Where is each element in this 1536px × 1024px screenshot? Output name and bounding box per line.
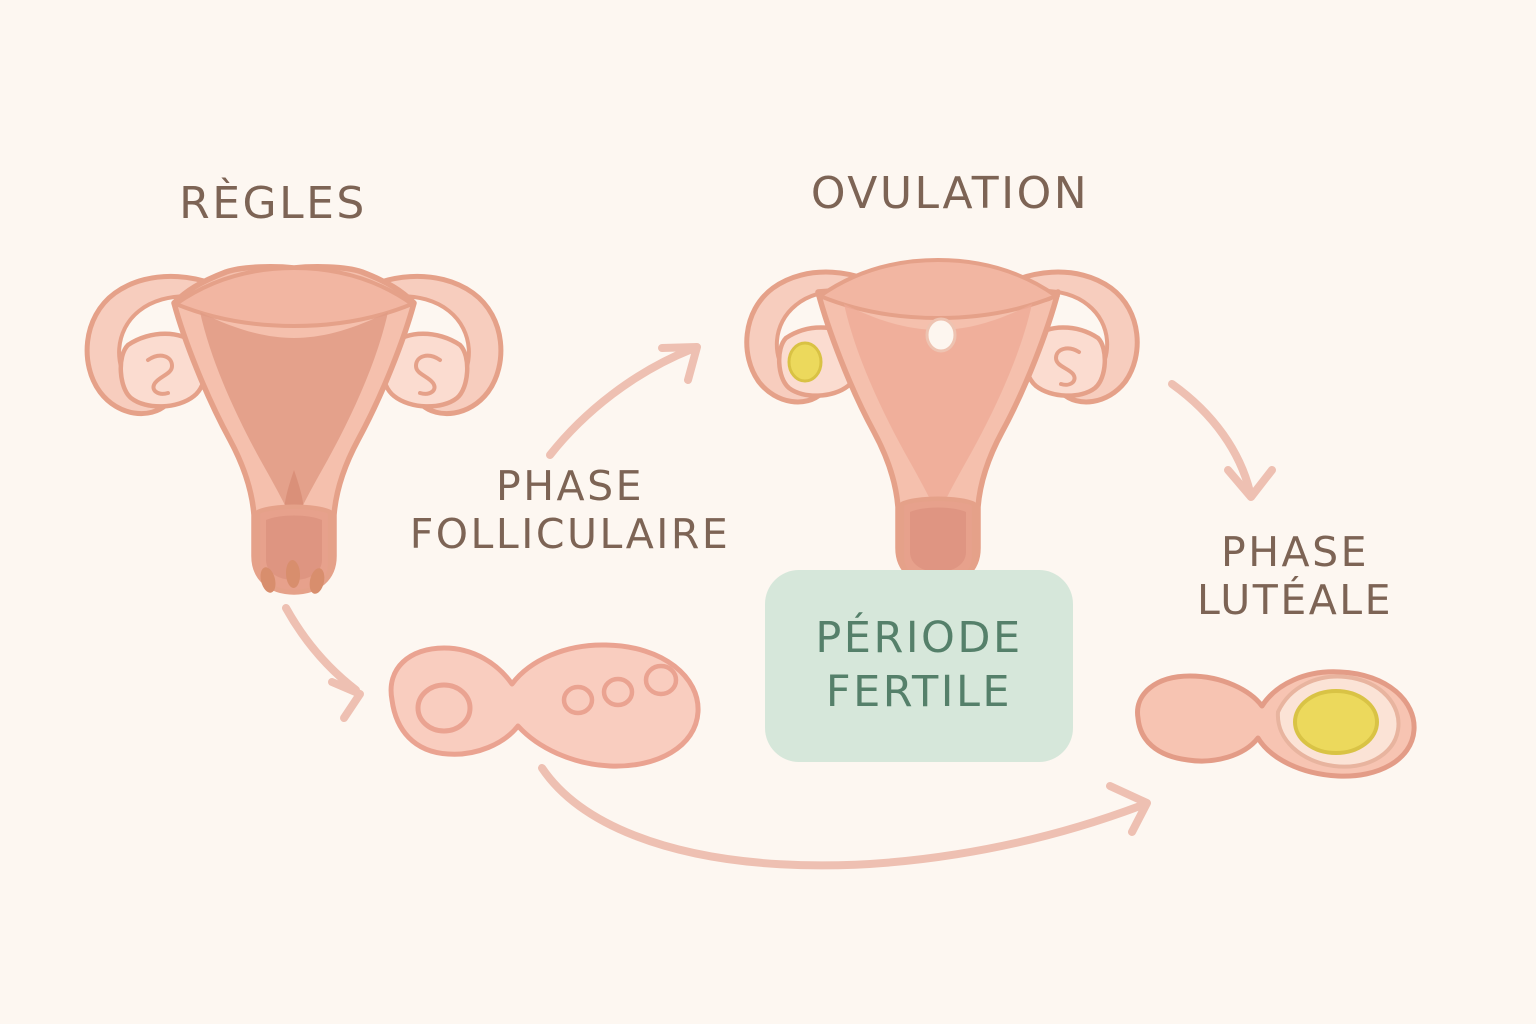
ovary-follicular-illustration bbox=[388, 642, 701, 769]
ovulation-follicle bbox=[787, 341, 823, 383]
egg-cell bbox=[925, 317, 957, 353]
arrow-regles-to-follicular bbox=[282, 604, 364, 722]
menstrual-blood-drops bbox=[260, 560, 325, 594]
fertile-period-badge: PÉRIODE FERTILE bbox=[765, 570, 1073, 762]
uterus-menstruation-illustration bbox=[84, 264, 504, 595]
label-regles: RÈGLES bbox=[179, 178, 367, 229]
arrow-follicular-to-luteal bbox=[538, 764, 1151, 870]
dominant-follicle bbox=[415, 682, 473, 734]
label-phase-folliculaire: PHASE FOLLICULAIRE bbox=[409, 462, 731, 559]
ovary-luteal-illustration bbox=[1135, 669, 1417, 779]
corpus-luteum bbox=[1293, 689, 1379, 755]
label-phase-luteale: PHASE LUTÉALE bbox=[1196, 528, 1394, 625]
uterus-ovulation-illustration bbox=[744, 257, 1140, 587]
arrow-regles-to-ovulation bbox=[546, 343, 701, 459]
small-follicle-1 bbox=[561, 684, 595, 716]
small-follicle-3 bbox=[643, 663, 679, 697]
small-follicle-2 bbox=[601, 676, 635, 708]
label-ovulation: OVULATION bbox=[810, 168, 1090, 219]
fertile-period-label: PÉRIODE FERTILE bbox=[815, 613, 1023, 717]
arrow-ovulation-to-luteal bbox=[1168, 380, 1276, 501]
